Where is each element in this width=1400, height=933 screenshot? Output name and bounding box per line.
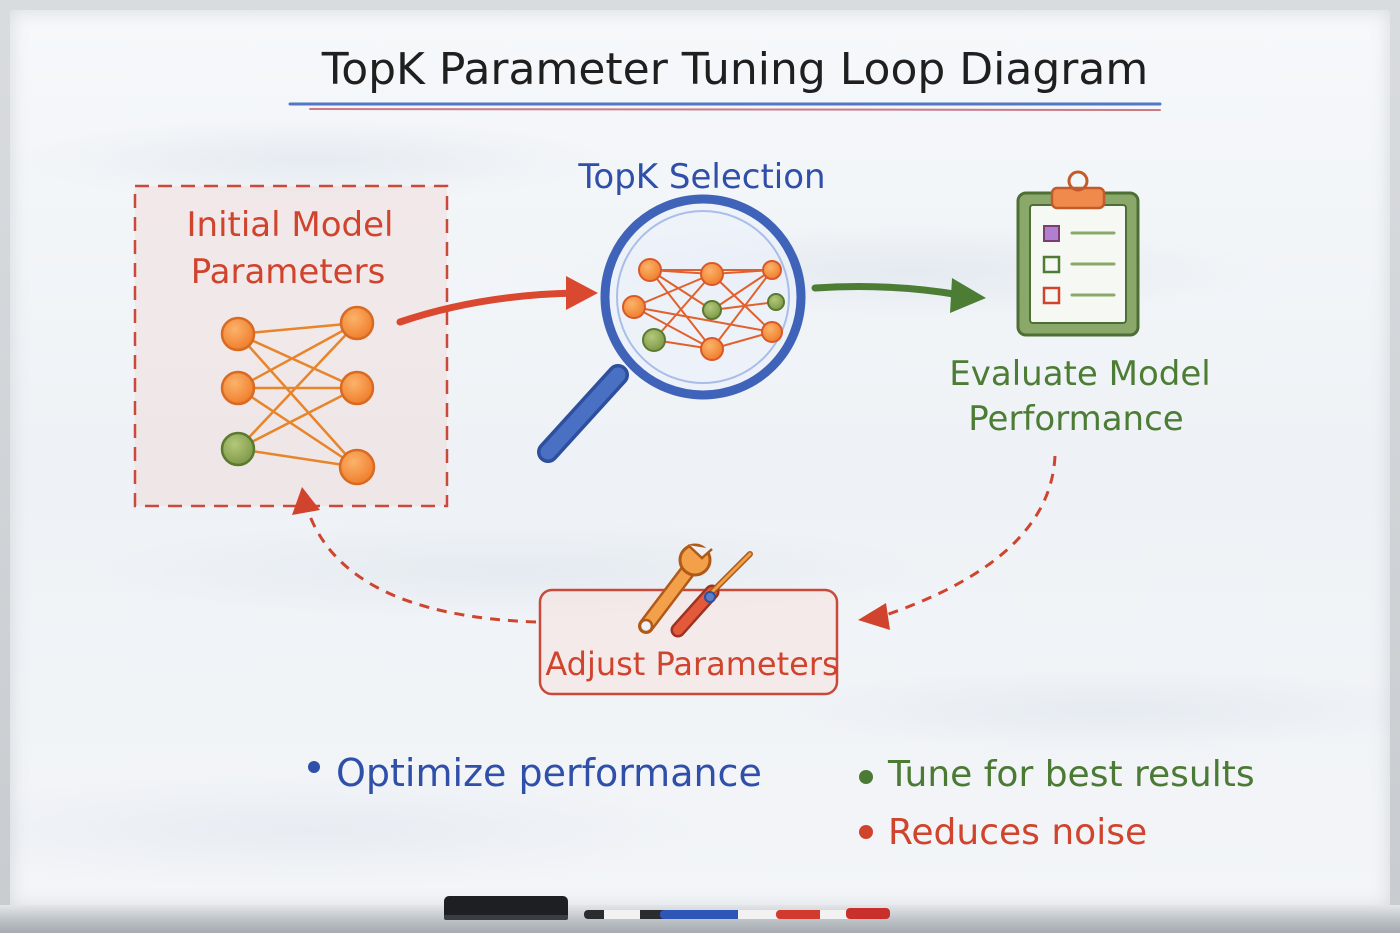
bullet-dot xyxy=(859,770,873,784)
evaluate-label-line2: Performance xyxy=(968,399,1183,439)
neural-network-icon xyxy=(220,305,376,486)
arrow-topk-to-evaluate xyxy=(811,278,986,313)
eraser-icon[interactable] xyxy=(444,896,568,920)
note-optimize-performance: Optimize performance xyxy=(308,751,762,795)
adjust-parameters-label: Adjust Parameters xyxy=(545,645,838,683)
diagram-title: TopK Parameter Tuning Loop Diagram xyxy=(321,44,1148,95)
arrow-initial-to-topk xyxy=(396,276,598,326)
topk-selection-node: TopK Selection xyxy=(537,157,826,463)
evaluate-label-line1: Evaluate Model xyxy=(949,354,1210,394)
red-marker-icon[interactable] xyxy=(776,910,850,919)
evaluate-model-performance-node: Evaluate Model Performance xyxy=(949,170,1211,439)
topk-selection-label: TopK Selection xyxy=(577,157,825,197)
topk-network-icon xyxy=(622,258,785,361)
red-marker-2-icon[interactable] xyxy=(846,908,890,919)
initial-model-parameters-node: Initial Model Parameters xyxy=(133,184,449,508)
arrow-adjust-to-initial xyxy=(292,487,537,624)
clipboard-checklist-icon xyxy=(1016,170,1140,337)
bullet-dot xyxy=(308,761,320,773)
note-optimize-text: Optimize performance xyxy=(336,751,762,795)
note-tune-text: Tune for best results xyxy=(887,754,1255,795)
adjust-parameters-node: Adjust Parameters xyxy=(538,543,839,696)
initial-model-label-line2: Parameters xyxy=(191,252,386,292)
title-underline-red xyxy=(309,108,1161,111)
arrow-evaluate-to-adjust xyxy=(858,455,1057,630)
bullet-dot xyxy=(859,825,873,839)
note-tune-best-results: Tune for best results xyxy=(859,754,1255,795)
wrench-screwdriver-icon xyxy=(638,543,753,638)
note-reduces-text: Reduces noise xyxy=(888,812,1147,853)
black-marker-icon[interactable] xyxy=(584,910,674,919)
initial-model-label-line1: Initial Model xyxy=(187,205,394,245)
blue-marker-icon[interactable] xyxy=(660,910,778,919)
note-reduces-noise: Reduces noise xyxy=(859,812,1147,853)
